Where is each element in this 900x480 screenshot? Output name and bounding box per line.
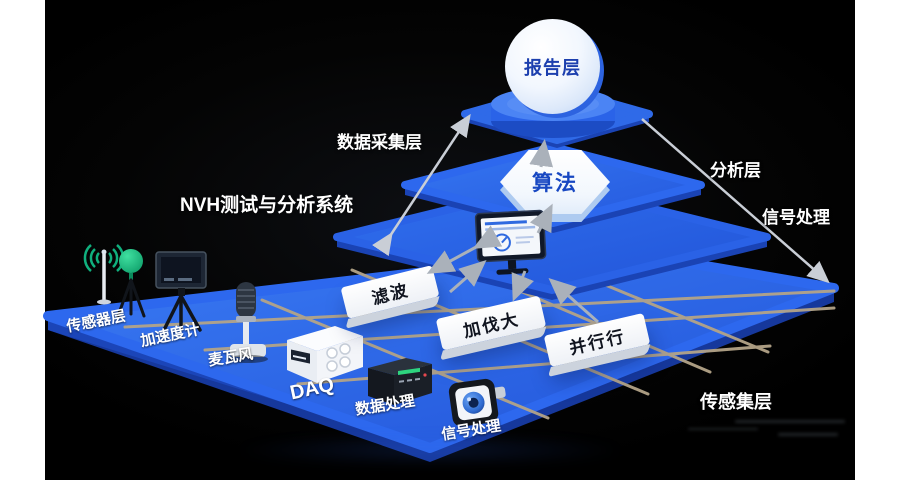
- display-tripod-icon: [155, 251, 207, 332]
- monitor-icon: [474, 209, 547, 275]
- green-sensor-device: [110, 246, 152, 327]
- daq-unit-icon: [287, 326, 363, 383]
- data-processing-device: [362, 352, 438, 417]
- floor-glow: [150, 428, 710, 472]
- report-node: 报告层: [505, 19, 600, 114]
- analysis-monitor: [474, 209, 549, 279]
- report-label: 报告层: [524, 57, 581, 78]
- signal-camera-device: [443, 370, 515, 441]
- algorithm-label: 算法: [532, 172, 578, 195]
- system-title: NVH测试与分析系统: [180, 195, 354, 216]
- reflection-streak: [778, 433, 838, 436]
- microphone-icon: [228, 282, 268, 363]
- sphere-sensor-icon: [116, 249, 146, 318]
- signal-processing-layer-label: 信号处理: [762, 208, 830, 227]
- daq-device: [279, 320, 369, 395]
- reflection-streak: [688, 428, 758, 430]
- analysis-layer-label: 分析层: [710, 161, 761, 180]
- processing-unit-icon: [368, 358, 432, 405]
- filter-label: 滤波: [369, 280, 412, 308]
- reflection-streak: [735, 420, 845, 423]
- data-acquisition-layer-label: 数据采集层: [337, 133, 422, 152]
- microphone-device: [222, 278, 274, 375]
- display-tripod-device: [152, 248, 212, 341]
- sensor-collection-layer-label: 传感集层: [700, 392, 772, 412]
- antenna-device: [80, 242, 140, 319]
- antenna-icon: [83, 244, 125, 305]
- sensor-camera-icon: [448, 378, 506, 427]
